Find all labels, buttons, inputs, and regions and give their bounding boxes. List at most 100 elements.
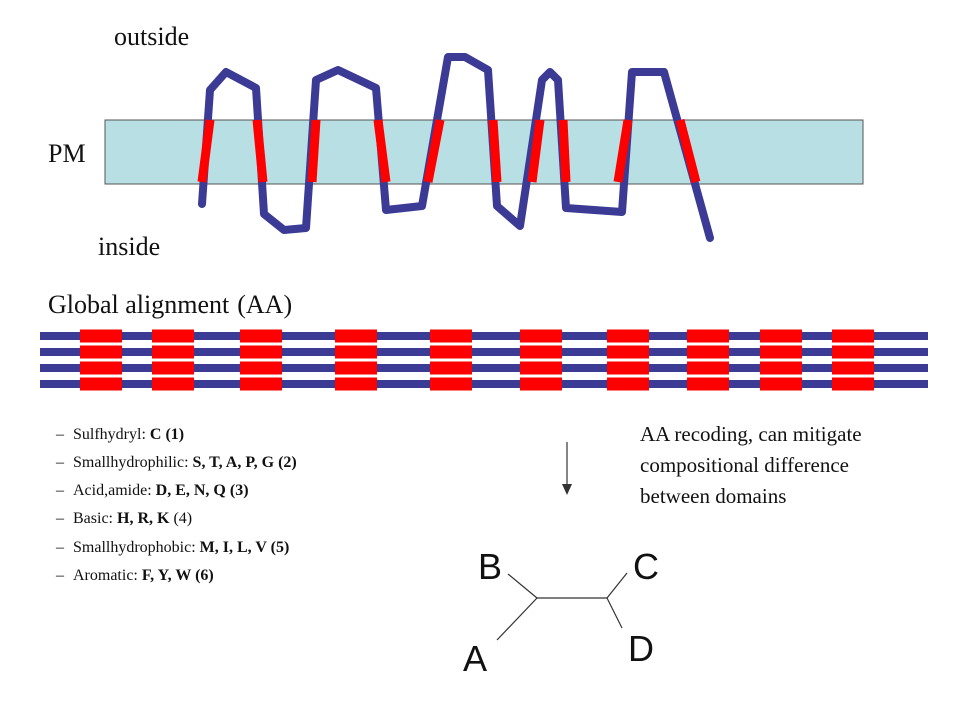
helix-segment [307,119,321,183]
group-name: Acid,amide: [73,482,156,499]
helix-segment [373,119,391,183]
conserved-block [240,329,282,343]
group-bullet: – [55,482,65,499]
alignment-row [40,364,928,372]
tree-branch-d [606,597,623,629]
conserved-block [607,361,649,375]
helix-segment [488,119,502,183]
conserved-block [520,345,562,359]
conserved-block [832,361,874,375]
down-arrow-head [562,484,572,495]
conserved-block [520,329,562,343]
recoding-note: AA recoding, can mitigate compositional d… [640,422,862,508]
recoding-group: –Smallhydrophobic: M, I, L, V (5) [55,539,289,556]
plasma-membrane [104,119,864,185]
helix-segment [558,119,571,183]
helix-segment [613,119,633,183]
group-name: Aromatic: [73,567,142,584]
conserved-block [520,361,562,375]
group-members: H, R, K [117,510,170,527]
phylogenetic-tree [496,572,628,641]
recoding-groups-list: –Sulfhydryl: C (1)–Smallhydrophilic: S, … [55,426,297,584]
conserved-block [430,377,472,391]
tree-taxon-b: B [478,546,502,587]
outside-label: outside [114,22,189,51]
conserved-block [335,361,377,375]
group-bullet: – [55,454,65,471]
inside-label: inside [98,232,160,261]
conserved-block [80,329,122,343]
conserved-block [335,329,377,343]
tree-taxon-d: D [628,628,654,669]
group-name: Smallhydrophilic: [73,454,193,471]
group-members: D, E, N, Q (3) [156,482,249,499]
conserved-block [760,345,802,359]
conserved-block [687,361,729,375]
group-code: (4) [169,510,192,527]
alignment-title: Global alignment(AA) [48,290,292,319]
group-members: S, T, A, P, G (2) [193,454,297,471]
conserved-block [240,377,282,391]
recoding-group: –Basic: H, R, K (4) [55,510,192,527]
conserved-block [760,329,802,343]
conserved-block [607,329,649,343]
helix-segment [252,119,268,183]
recoding-group: –Sulfhydryl: C (1) [55,426,184,443]
conserved-block [80,345,122,359]
group-bullet: – [55,539,65,556]
tree-branch-b [507,573,538,599]
conserved-block [152,361,194,375]
alignment-title-suffix: (AA) [237,290,292,319]
tree-branch-c [606,572,628,599]
helix-segment [197,119,215,183]
tree-taxon-a: A [463,638,487,679]
group-name: Basic: [73,510,117,527]
helix-segment [527,119,545,183]
conserved-block [607,345,649,359]
conserved-block [335,377,377,391]
alignment-row [40,348,928,356]
membrane-label: PM [48,139,86,168]
conserved-block [520,377,562,391]
conserved-block [430,345,472,359]
group-name: Smallhydrophobic: [73,539,200,556]
group-name: Sulfhydryl: [73,426,150,443]
conserved-block [687,345,729,359]
recoding-note-line: between domains [640,484,786,508]
tree-taxon-c: C [633,546,659,587]
conserved-block [240,361,282,375]
conserved-block [152,345,194,359]
conserved-block [80,361,122,375]
group-bullet: – [55,510,65,527]
recoding-group: –Smallhydrophilic: S, T, A, P, G (2) [55,454,297,471]
group-bullet: – [55,426,65,443]
conserved-block [607,377,649,391]
conserved-block [832,345,874,359]
transmembrane-helices [197,118,701,184]
group-bullet: – [55,567,65,584]
global-alignment [40,329,928,391]
recoding-note-line: AA recoding, can mitigate [640,422,862,446]
recoding-group: –Acid,amide: D, E, N, Q (3) [55,482,249,499]
conserved-block [832,329,874,343]
protein-chain [198,53,714,242]
alignment-row [40,380,928,388]
conserved-block [832,377,874,391]
conserved-block [152,377,194,391]
recoding-note-line: compositional difference [640,453,849,477]
group-members: M, I, L, V (5) [200,539,290,556]
conserved-block [80,377,122,391]
conserved-block [335,345,377,359]
conserved-block [430,329,472,343]
conserved-block [152,329,194,343]
alignment-title-main: Global alignment [48,290,230,319]
helix-segment [675,118,701,184]
group-members: F, Y, W (6) [142,567,214,584]
conserved-block [760,361,802,375]
conserved-block [240,345,282,359]
conserved-block [687,377,729,391]
tree-branch-a [496,597,538,641]
conserved-block [687,329,729,343]
helix-segment [423,119,445,183]
